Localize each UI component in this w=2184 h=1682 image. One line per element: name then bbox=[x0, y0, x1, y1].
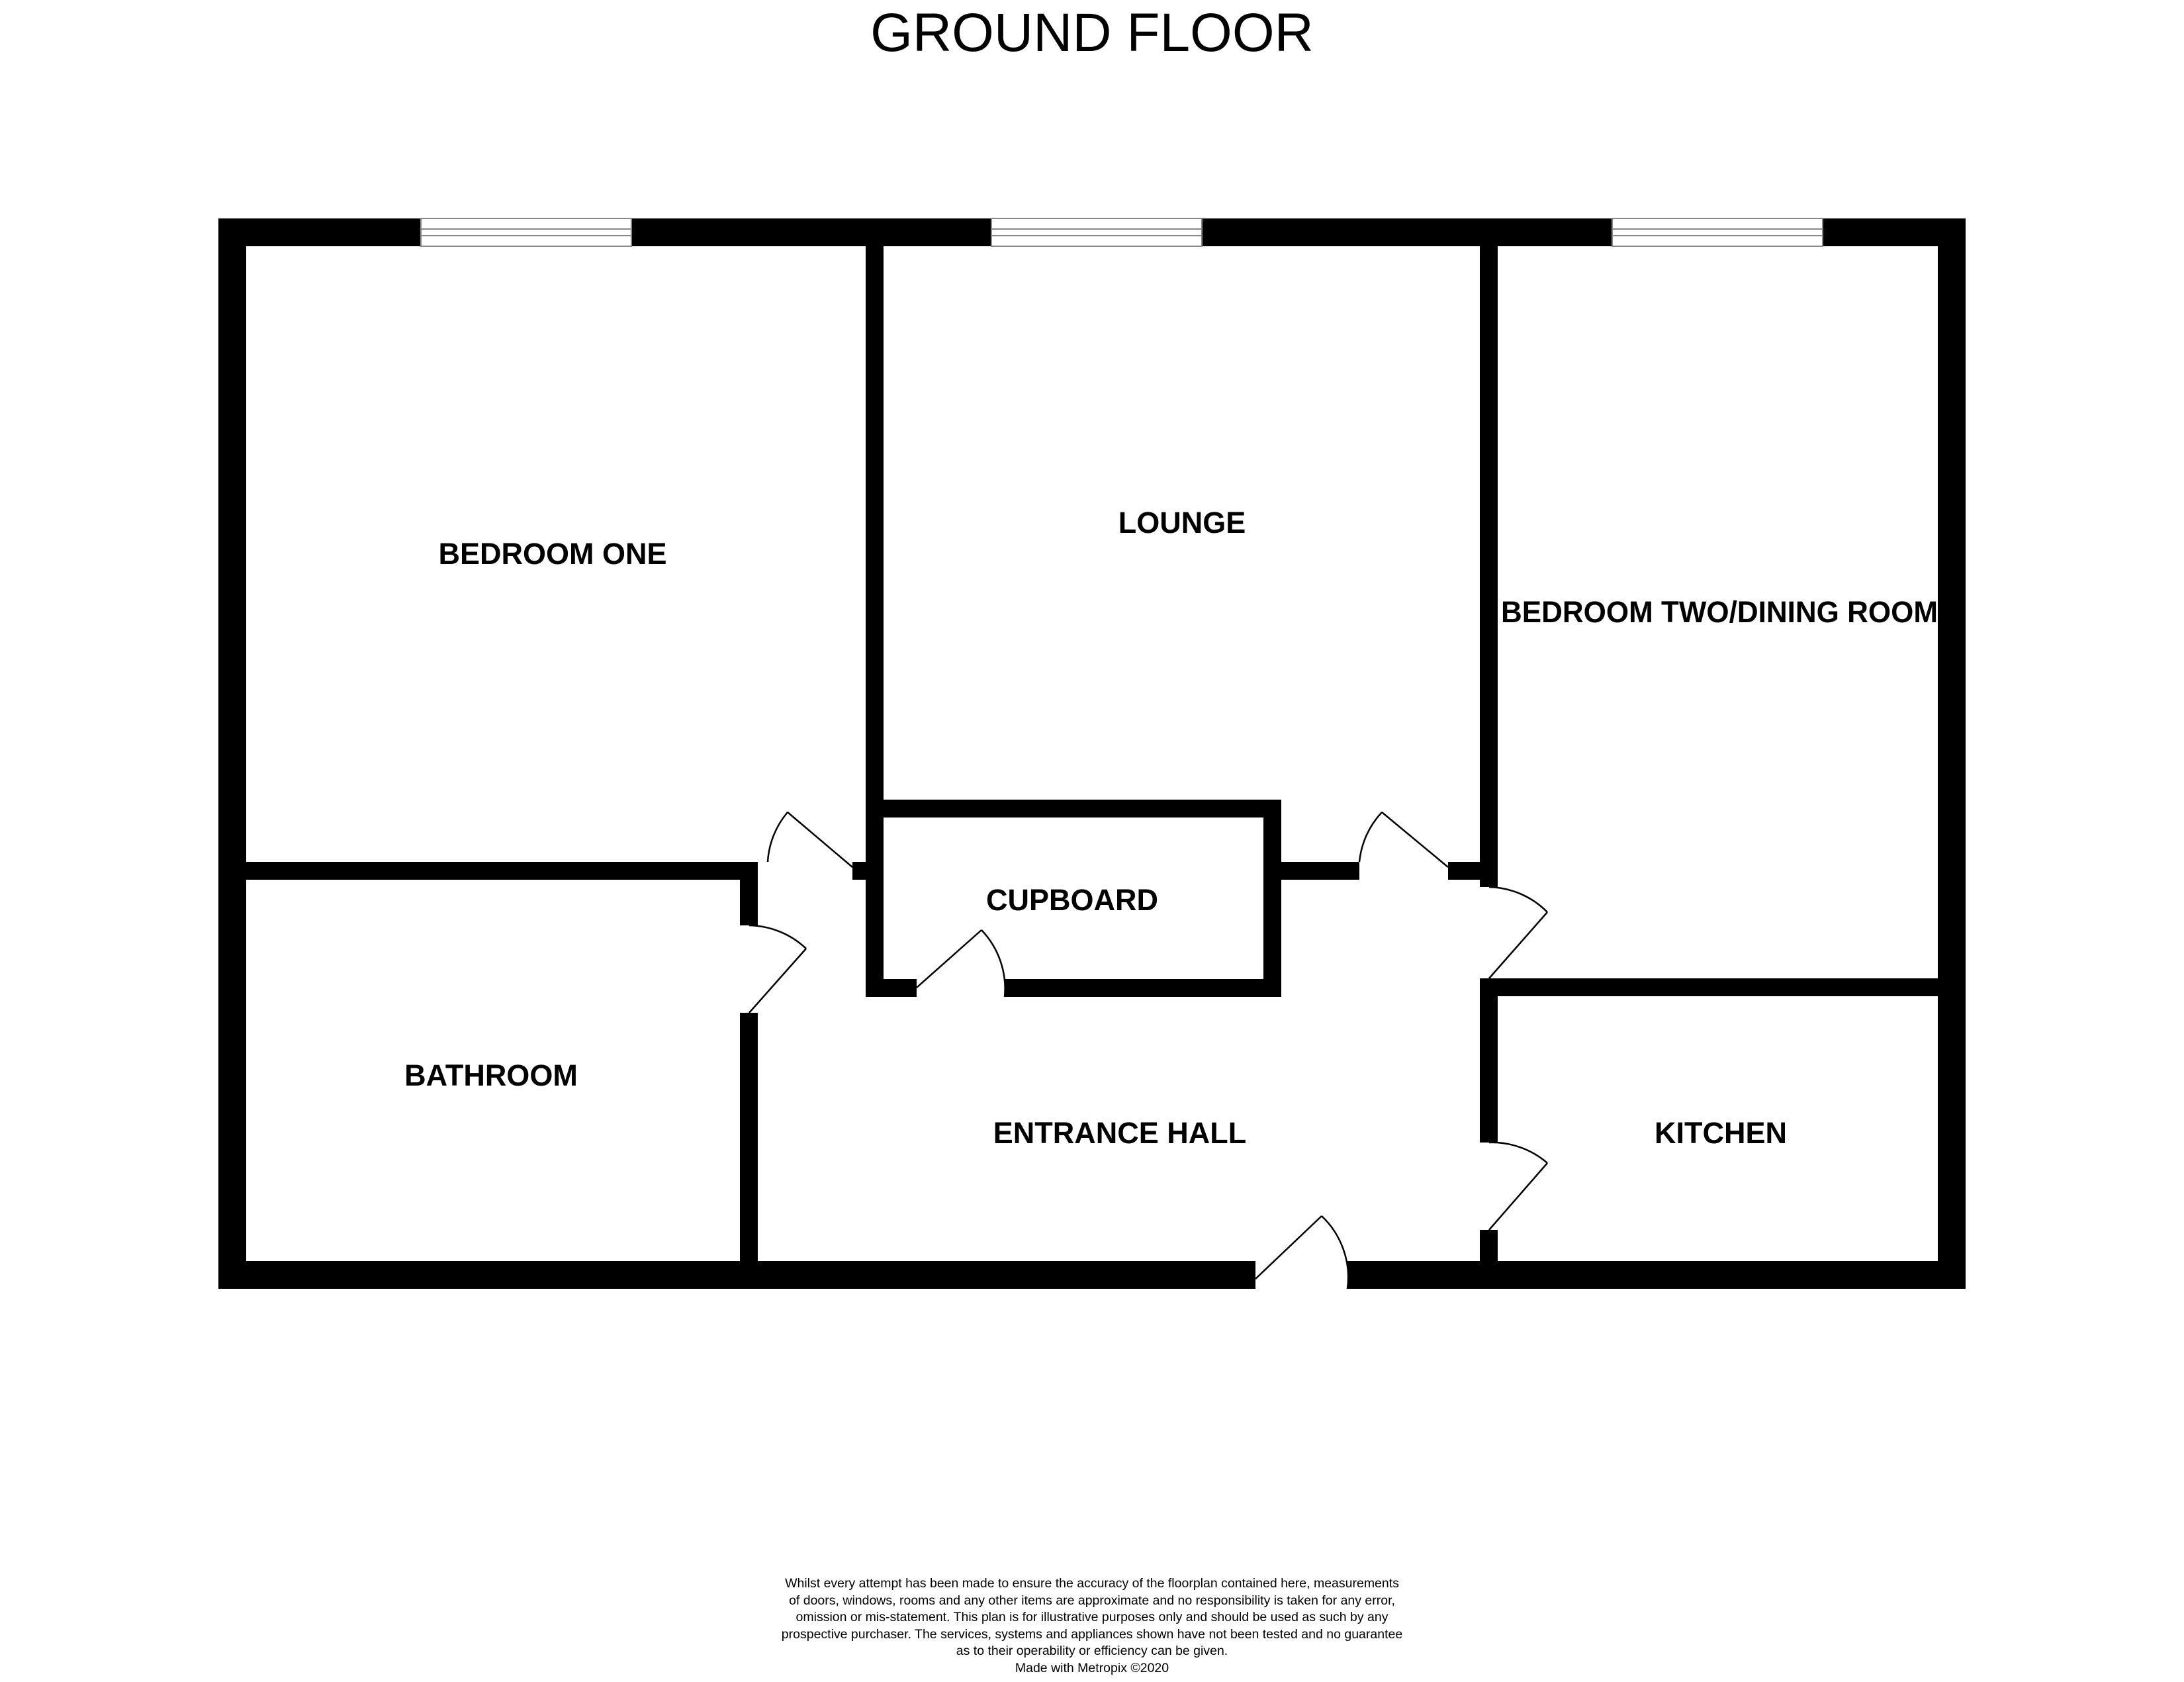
wall-kitchen-top bbox=[1480, 978, 1966, 996]
wall-bottom-left bbox=[218, 1261, 1255, 1289]
wall-lounge-bottom-b bbox=[1448, 862, 1481, 880]
door-bathroom bbox=[749, 924, 807, 1013]
wall-right-outer bbox=[1938, 218, 1966, 1289]
wall-cupboard-top bbox=[866, 800, 1281, 818]
door-cupboard bbox=[916, 929, 1006, 998]
wall-top-left bbox=[218, 218, 421, 246]
door-kitchen bbox=[1488, 1141, 1548, 1231]
disclaimer: Whilst every attempt has been made to en… bbox=[695, 1575, 1489, 1677]
disclaimer-line: Whilst every attempt has been made to en… bbox=[785, 1576, 1399, 1591]
window-bedroom-two bbox=[1612, 218, 1823, 247]
wall-cupboard-bottom-left bbox=[866, 979, 917, 997]
floor-title: GROUND FLOOR bbox=[870, 3, 1314, 63]
wall-top-middle-a bbox=[631, 218, 991, 246]
doors bbox=[749, 812, 1548, 1289]
room-label-kitchen: KITCHEN bbox=[1655, 1116, 1787, 1150]
room-label-bathroom: BATHROOM bbox=[404, 1058, 578, 1092]
door-front bbox=[1255, 1215, 1349, 1289]
door-bedroom-two bbox=[1488, 886, 1548, 979]
window-lounge bbox=[991, 218, 1203, 247]
wall-left-outer bbox=[218, 218, 246, 1289]
room-label-entrance-hall: ENTRANCE HALL bbox=[993, 1116, 1246, 1150]
door-bedroom-one bbox=[766, 812, 853, 868]
wall-kitchen-left-bottom bbox=[1480, 1230, 1498, 1289]
wall-top-middle-b bbox=[1202, 218, 1612, 246]
door-lounge bbox=[1358, 812, 1449, 868]
disclaimer-line: of doors, windows, rooms and any other i… bbox=[789, 1593, 1395, 1608]
wall-lounge-bottom-a bbox=[1281, 862, 1359, 880]
wall-lounge-right bbox=[1480, 218, 1498, 887]
wall-cupboard-right bbox=[1263, 800, 1281, 997]
wall-cupboard-left bbox=[866, 800, 884, 997]
wall-bottom-right bbox=[1347, 1261, 1966, 1289]
room-label-cupboard: CUPBOARD bbox=[986, 883, 1158, 917]
disclaimer-credit: Made with Metropix ©2020 bbox=[1015, 1660, 1169, 1675]
wall-lounge-left bbox=[866, 218, 884, 808]
wall-bathroom-right-bottom bbox=[740, 1013, 758, 1289]
wall-bedroom-one-bottom bbox=[218, 862, 758, 880]
disclaimer-line: prospective purchaser. The services, sys… bbox=[781, 1626, 1403, 1642]
room-label-bedroom-two: BEDROOM TWO/DINING ROOM bbox=[1501, 595, 1938, 629]
disclaimer-line: omission or mis-statement. This plan is … bbox=[796, 1610, 1388, 1624]
wall-cupboard-bottom-right bbox=[1005, 979, 1281, 997]
room-label-bedroom-one: BEDROOM ONE bbox=[438, 537, 666, 571]
wall-kitchen-left-top bbox=[1480, 978, 1498, 1143]
room-label-lounge: LOUNGE bbox=[1118, 506, 1246, 539]
wall-bathroom-right-top bbox=[740, 862, 758, 925]
window-bedroom-one bbox=[420, 218, 632, 247]
disclaimer-line: as to their operability or efficiency ca… bbox=[956, 1644, 1228, 1658]
walls bbox=[218, 218, 1966, 1289]
windows bbox=[420, 218, 1823, 247]
